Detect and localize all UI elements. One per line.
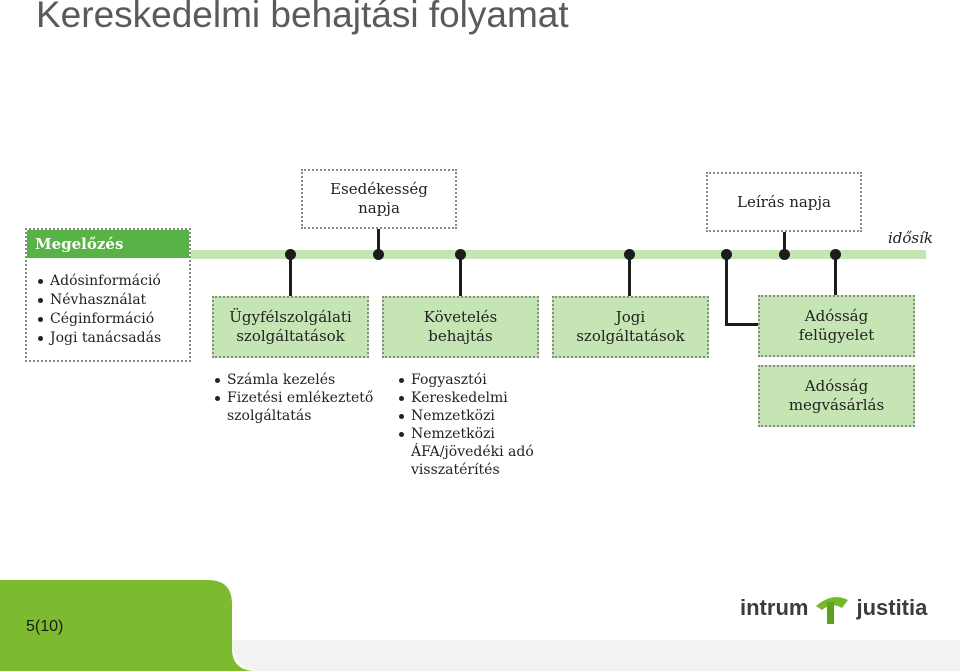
list-item: Számla kezelés bbox=[214, 371, 384, 389]
list-item: Jogi tanácsadás bbox=[37, 329, 161, 348]
stage-connector bbox=[725, 254, 728, 326]
brand-right: justitia bbox=[856, 595, 928, 620]
stage-label: Adósság felügyelet bbox=[798, 307, 875, 344]
customer-service-box: Ügyfélszolgálati szolgáltatások bbox=[212, 296, 369, 358]
due-date-connector bbox=[377, 229, 380, 254]
list-item: Nemzetközi ÁFA/jövedéki adó visszatéríté… bbox=[398, 425, 548, 479]
timeline-label: idősík bbox=[888, 229, 934, 247]
prevention-header: Megelőzés bbox=[27, 230, 189, 258]
debt-collection-box: Követelés behajtás bbox=[382, 296, 539, 358]
legal-services-box: Jogi szolgáltatások bbox=[552, 296, 709, 358]
list-item: Névhasználat bbox=[37, 291, 161, 310]
stage-connector bbox=[834, 254, 837, 296]
brand-emblem-icon bbox=[816, 597, 849, 624]
list-item: Fogyasztói bbox=[398, 371, 548, 389]
write-off-connector bbox=[783, 232, 786, 254]
due-date-label: Esedékesség napja bbox=[330, 180, 428, 217]
stage-label: Adósság megvásárlás bbox=[788, 377, 885, 414]
customer-service-list: Számla kezelés Fizetési emlékeztető szol… bbox=[214, 371, 384, 425]
due-date-box: Esedékesség napja bbox=[301, 169, 457, 229]
write-off-box: Leírás napja bbox=[706, 172, 862, 232]
timeline-bar bbox=[189, 250, 926, 259]
timeline-marker bbox=[779, 249, 790, 260]
list-item: Fizetési emlékeztető szolgáltatás bbox=[214, 389, 384, 425]
collection-list: Fogyasztói Kereskedelmi Nemzetközi Nemze… bbox=[398, 371, 548, 479]
stage-label: Jogi szolgáltatások bbox=[576, 308, 685, 345]
stage-connector bbox=[628, 254, 631, 297]
stage-label: Követelés behajtás bbox=[423, 308, 498, 345]
prevention-list: Adósinformáció Névhasználat Céginformáci… bbox=[37, 272, 161, 348]
footer-band bbox=[0, 580, 960, 671]
page-number: 5(10) bbox=[26, 618, 64, 635]
list-item: Nemzetközi bbox=[398, 407, 548, 425]
prevention-box: Megelőzés Adósinformáció Névhasználat Cé… bbox=[25, 228, 191, 362]
stage-connector bbox=[459, 254, 462, 297]
list-item: Céginformáció bbox=[37, 310, 161, 329]
slide-title: Kereskedelmi behajtási folyamat bbox=[36, 0, 569, 35]
stage-connector-horizontal bbox=[725, 323, 758, 326]
footer-grey-shape bbox=[232, 640, 960, 671]
list-item: Kereskedelmi bbox=[398, 389, 548, 407]
brand-logo: intrum justitia bbox=[740, 588, 927, 628]
write-off-label: Leírás napja bbox=[736, 192, 831, 211]
debt-surveillance-box: Adósság felügyelet bbox=[758, 295, 915, 357]
footer-green-shape bbox=[0, 580, 256, 671]
stage-connector bbox=[289, 254, 292, 297]
timeline-marker bbox=[373, 249, 384, 260]
stage-label: Ügyfélszolgálati szolgáltatások bbox=[229, 308, 352, 345]
brand-left: intrum bbox=[740, 595, 809, 620]
list-item: Adósinformáció bbox=[37, 272, 161, 291]
debt-purchase-box: Adósság megvásárlás bbox=[758, 365, 915, 427]
